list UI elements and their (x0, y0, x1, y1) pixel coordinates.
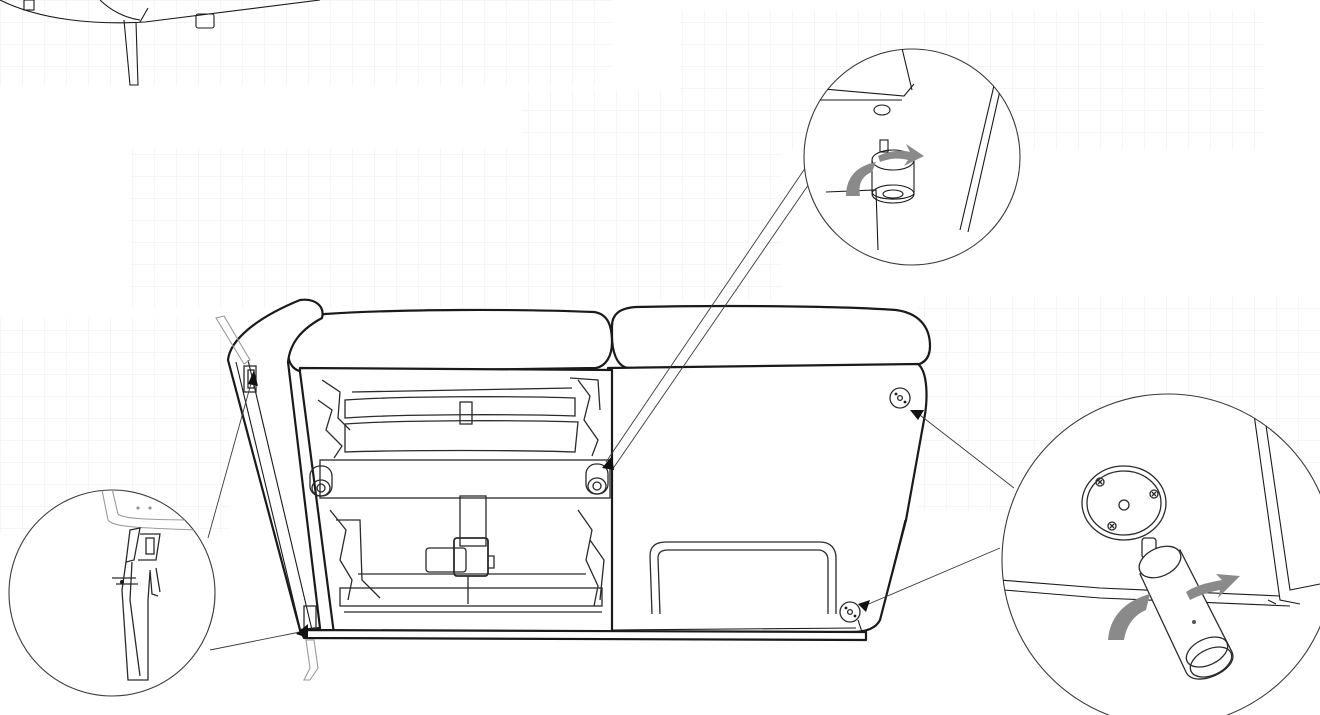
recliner-sofa-back-view (215, 298, 932, 681)
pointer-arrow-icon (248, 370, 258, 386)
back-panel-handle (649, 541, 837, 615)
rotation-arrow-icon (878, 144, 924, 166)
pointer-arrow-icon (296, 624, 308, 638)
loose-leg-bottom (303, 639, 319, 681)
leg-mount-plate-top (889, 387, 911, 409)
leader-lines (207, 157, 1015, 651)
rotation-arrow-icon (1186, 574, 1240, 600)
loose-leg-top (215, 315, 251, 365)
rotation-arrow-icon (846, 162, 876, 196)
pointer-arrow-icon (910, 410, 924, 420)
roller-left (309, 465, 333, 497)
previous-step-sofa-fragment (0, 0, 321, 86)
pointer-arrow-icon (858, 600, 870, 612)
motor-actuator (459, 495, 487, 547)
pointer-arrow-icon (602, 456, 614, 470)
right-seat-cushion (610, 304, 932, 370)
pointer-arrow-icons (248, 370, 924, 638)
right-back-panel (606, 362, 928, 636)
leg-mount-plate-bottom (839, 601, 861, 623)
rotation-arrow-icon (1108, 594, 1150, 640)
left-seat-cushion (286, 308, 614, 374)
open-mechanism-frame (298, 366, 614, 636)
callout-right-leg-detail (1001, 393, 1320, 715)
callout-top-foot-detail (803, 48, 1021, 266)
callout-left-bracket-detail (8, 489, 216, 697)
cross-bar (319, 459, 611, 499)
roller-right (585, 463, 609, 495)
